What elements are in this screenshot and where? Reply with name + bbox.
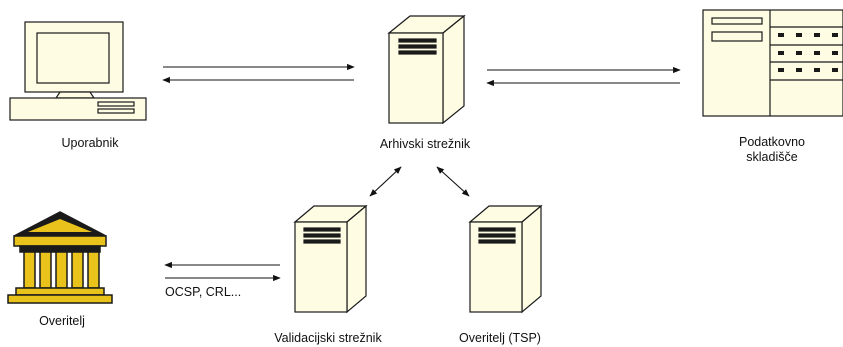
data-store-label-line1: Podatkovno — [739, 135, 805, 149]
tsp-label: Overitelj (TSP) — [459, 331, 541, 345]
data-store-icon — [702, 9, 843, 117]
bank-building-icon — [7, 211, 113, 304]
archive-server-icon — [387, 14, 466, 125]
tsp-server-icon — [468, 204, 543, 314]
arrow-archive-tsp — [436, 166, 470, 197]
ocsp-crl-label: OCSP, CRL... — [165, 285, 241, 299]
certifier-label: Overitelj — [39, 314, 85, 328]
data-store-label-line2: skladišče — [746, 150, 797, 164]
validation-server-label: Validacijski strežnik — [274, 331, 382, 345]
computer-icon — [9, 21, 147, 121]
archive-server-label: Arhivski strežnik — [380, 137, 471, 151]
user-label: Uporabnik — [62, 136, 120, 150]
validation-server-icon — [293, 204, 368, 314]
arrow-archive-validation — [369, 166, 402, 197]
